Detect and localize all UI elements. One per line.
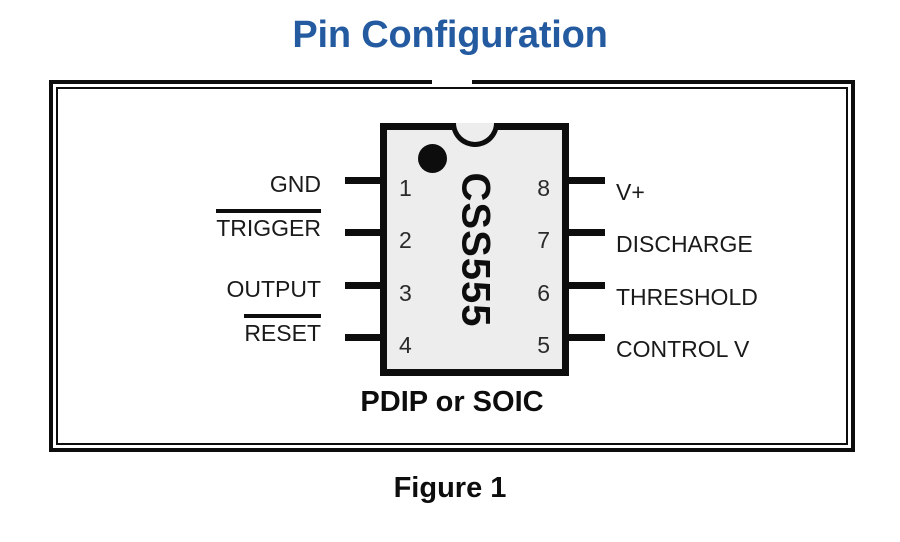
- pin-label-trigger: TRIGGER: [216, 209, 321, 240]
- pin-lead-2: [345, 229, 387, 236]
- pin1-marker-dot-icon: [418, 144, 447, 173]
- pin-label-vplus-text: V+: [616, 179, 645, 205]
- pin-label-control-v-text: CONTROL V: [616, 336, 750, 362]
- pin-number-1: 1: [399, 175, 412, 201]
- figure-caption: Figure 1: [393, 472, 507, 504]
- pin-label-output-text: OUTPUT: [226, 276, 321, 302]
- pin-number-6: 6: [537, 280, 550, 306]
- pin-lead-5: [562, 334, 605, 341]
- figure-frame: CSS555 1 2 3 4 8 7 6 5 GND TRIGGER OUTPU…: [49, 76, 855, 452]
- figure-frame-inner-border: [56, 87, 848, 445]
- pin-label-threshold-text: THRESHOLD: [616, 284, 758, 310]
- pin-label-discharge-text: DISCHARGE: [616, 231, 753, 257]
- pin-label-gnd: GND: [270, 165, 321, 196]
- page-title: Pin Configuration: [292, 14, 608, 56]
- pin-number-8: 8: [537, 175, 550, 201]
- pin-label-reset: RESET: [244, 314, 321, 345]
- pin-label-threshold: THRESHOLD: [616, 278, 758, 309]
- pin-number-2: 2: [399, 227, 412, 253]
- pin-lead-6: [562, 282, 605, 289]
- pin-label-discharge: DISCHARGE: [616, 225, 753, 256]
- package-caption: PDIP or SOIC: [360, 386, 544, 418]
- pin-label-reset-text: RESET: [244, 314, 321, 345]
- pin-lead-7: [562, 229, 605, 236]
- pin-number-7: 7: [537, 227, 550, 253]
- chip-body: CSS555 1 2 3 4 8 7 6 5: [380, 123, 569, 376]
- chip-part-number: CSS555: [453, 172, 497, 327]
- chip-notch-cover: [432, 76, 472, 84]
- pin-lead-3: [345, 282, 387, 289]
- pin-label-control-v: CONTROL V: [616, 330, 749, 361]
- pin-label-vplus: V+: [616, 173, 645, 204]
- pin-number-3: 3: [399, 280, 412, 306]
- pin-label-output: OUTPUT: [226, 270, 321, 301]
- pin-lead-1: [345, 177, 387, 184]
- pin-lead-8: [562, 177, 605, 184]
- pin-label-trigger-text: TRIGGER: [216, 209, 321, 240]
- chip-notch-icon: [450, 123, 499, 147]
- pin-number-4: 4: [399, 332, 412, 358]
- pin-number-5: 5: [537, 332, 550, 358]
- pin-configuration-diagram: CSS555 1 2 3 4 8 7 6 5 GND TRIGGER OUTPU…: [53, 76, 851, 448]
- pin-lead-4: [345, 334, 387, 341]
- pin-label-gnd-text: GND: [269, 171, 321, 197]
